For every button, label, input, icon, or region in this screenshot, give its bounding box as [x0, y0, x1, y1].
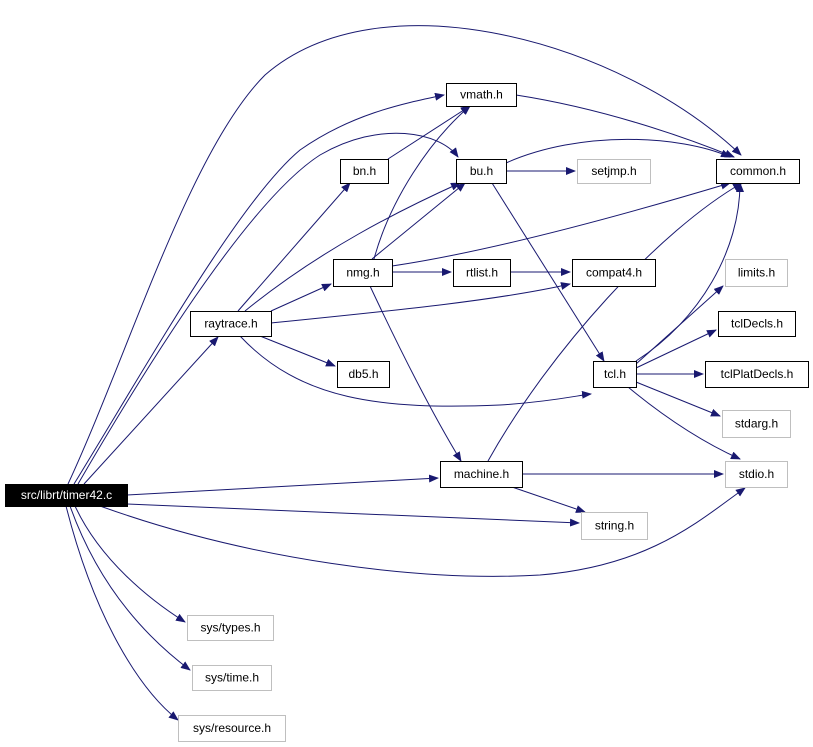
edge-tcl-to-common	[635, 182, 744, 362]
edge-raytrace-to-bu	[244, 182, 461, 312]
node-machine[interactable]: machine.h	[440, 461, 523, 488]
node-label: stdio.h	[739, 467, 774, 481]
node-label: tclDecls.h	[731, 317, 783, 331]
edge-vmath-to-common	[515, 94, 735, 158]
node-box	[456, 159, 507, 184]
edge-timer42-to-sysresource	[65, 505, 179, 721]
node-label: sys/types.h	[200, 621, 260, 635]
node-setjmp[interactable]: setjmp.h	[577, 159, 651, 184]
node-stdio[interactable]: stdio.h	[725, 461, 788, 488]
edge-timer42-to-systime	[69, 505, 191, 671]
node-label: bu.h	[470, 164, 493, 178]
node-tclPlatDecls[interactable]: tclPlatDecls.h	[705, 361, 809, 388]
node-label: tcl.h	[604, 367, 626, 381]
node-label: tclPlatDecls.h	[721, 367, 794, 381]
node-label: limits.h	[738, 266, 775, 280]
node-box	[333, 259, 393, 287]
node-box	[178, 715, 286, 742]
edge-raytrace-to-compat4	[270, 282, 571, 324]
node-string[interactable]: string.h	[581, 512, 648, 540]
node-label: sys/resource.h	[193, 721, 271, 735]
node-label: db5.h	[348, 367, 378, 381]
node-label: machine.h	[454, 467, 509, 481]
edge-timer42-to-stdio	[99, 487, 746, 577]
edge-nmg-to-common	[391, 181, 731, 267]
edge-timer42-to-machine	[126, 474, 439, 496]
edge-raytrace-to-nmg	[270, 283, 332, 312]
edge-machine-to-common	[487, 182, 743, 462]
node-label: string.h	[595, 519, 634, 533]
edge-timer42-to-raytrace	[83, 336, 219, 485]
node-rtlist[interactable]: rtlist.h	[453, 259, 511, 287]
node-box	[705, 361, 809, 388]
node-box	[187, 615, 274, 641]
edge-raytrace-to-bn	[237, 182, 351, 312]
edge-nmg-to-bu	[371, 182, 466, 260]
edge-machine-to-string	[511, 486, 586, 513]
node-box	[190, 311, 272, 337]
node-box	[581, 512, 648, 540]
node-box	[340, 159, 389, 184]
node-box	[337, 361, 390, 388]
node-box	[718, 311, 796, 337]
node-limits[interactable]: limits.h	[725, 259, 788, 287]
node-box	[722, 410, 791, 438]
node-box	[716, 159, 800, 184]
node-label: bn.h	[353, 164, 376, 178]
edge-timer42-to-string	[126, 503, 580, 527]
edge-tcl-to-stdio	[627, 386, 741, 460]
node-label: nmg.h	[346, 266, 379, 280]
node-label: setjmp.h	[591, 164, 636, 178]
node-box	[453, 259, 511, 287]
node-label: sys/time.h	[205, 671, 259, 685]
edge-tcl-to-stdarg	[635, 381, 721, 417]
node-label: common.h	[730, 164, 786, 178]
node-box	[577, 159, 651, 184]
node-box	[572, 259, 656, 287]
node-label: src/librt/timer42.c	[21, 488, 112, 502]
node-tcl[interactable]: tcl.h	[593, 361, 637, 388]
node-label: stdarg.h	[735, 417, 778, 431]
node-common[interactable]: common.h	[716, 159, 800, 184]
node-nmg[interactable]: nmg.h	[333, 259, 393, 287]
edges-layer	[65, 25, 746, 721]
edge-timer42-to-bu	[77, 132, 459, 485]
node-label: rtlist.h	[466, 266, 498, 280]
node-compat4[interactable]: compat4.h	[572, 259, 656, 287]
node-box	[725, 461, 788, 488]
node-timer42[interactable]: src/librt/timer42.c	[5, 484, 128, 507]
nodes-layer: src/librt/timer42.c vmath.h bn.h bu.h setjmp…	[5, 83, 809, 742]
node-box	[192, 665, 272, 691]
edge-raytrace-to-tcl	[239, 335, 592, 407]
node-raytrace[interactable]: raytrace.h	[190, 311, 272, 337]
edge-tcl-to-limits	[635, 285, 724, 365]
edge-timer42-to-systypes	[74, 505, 186, 623]
edge-nmg-to-machine	[369, 285, 462, 462]
node-systypes[interactable]: sys/types.h	[187, 615, 274, 641]
node-box	[5, 484, 128, 507]
edge-raytrace-to-db5	[259, 335, 336, 367]
edge-nmg-to-vmath	[373, 105, 471, 260]
node-bu[interactable]: bu.h	[456, 159, 507, 184]
edge-timer42-to-vmath	[73, 92, 445, 485]
node-box	[440, 461, 523, 488]
node-tclDecls[interactable]: tclDecls.h	[718, 311, 796, 337]
node-sysresource[interactable]: sys/resource.h	[178, 715, 286, 742]
node-db5[interactable]: db5.h	[337, 361, 390, 388]
node-bn[interactable]: bn.h	[340, 159, 389, 184]
node-box	[446, 83, 517, 107]
edge-bu-to-common	[505, 138, 731, 164]
node-label: vmath.h	[460, 88, 503, 102]
edge-bn-to-vmath	[387, 105, 471, 160]
node-vmath[interactable]: vmath.h	[446, 83, 517, 107]
node-box	[593, 361, 637, 388]
node-box	[725, 259, 788, 287]
edge-tcl-to-tclDecls	[635, 329, 717, 369]
node-label: raytrace.h	[204, 317, 257, 331]
node-systime[interactable]: sys/time.h	[192, 665, 272, 691]
edge-timer42-to-common	[67, 25, 742, 485]
node-stdarg[interactable]: stdarg.h	[722, 410, 791, 438]
node-label: compat4.h	[586, 266, 642, 280]
